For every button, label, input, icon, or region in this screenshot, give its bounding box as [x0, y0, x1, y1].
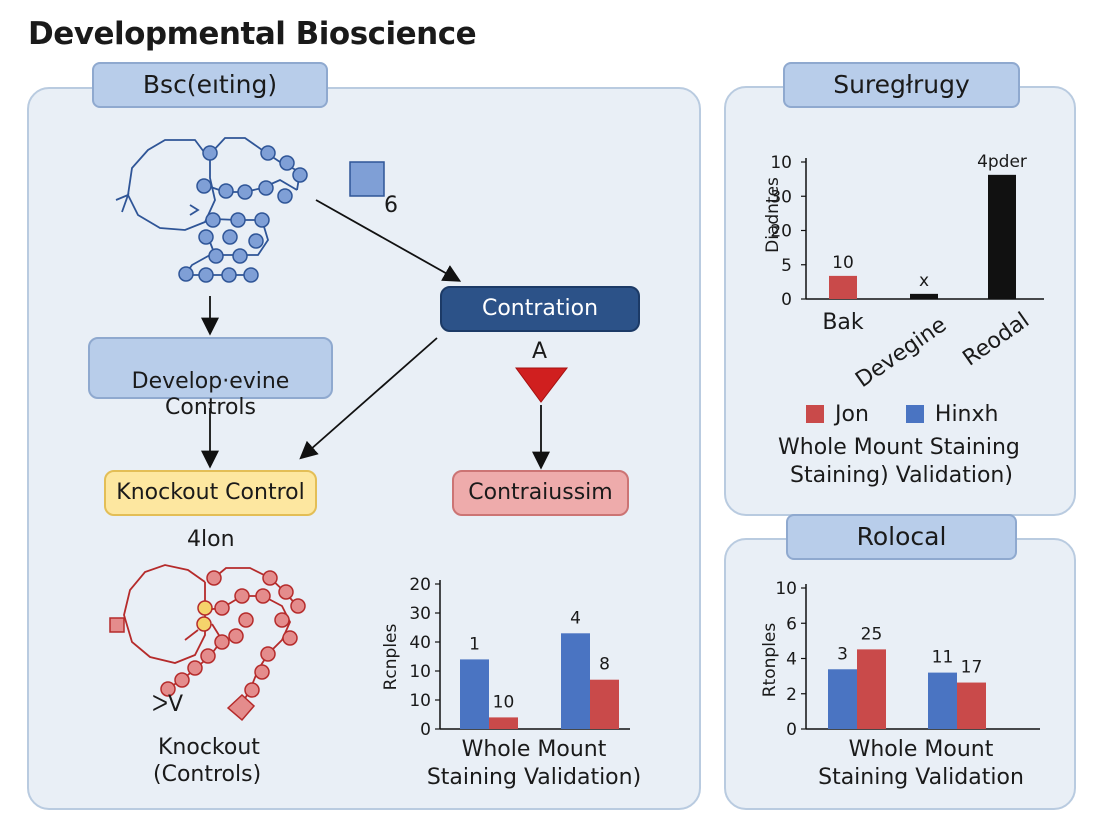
chart-rt-data-label: x — [919, 271, 929, 291]
right-top-header: Suregłrugy — [783, 62, 1020, 108]
chart-rb-bar — [828, 669, 857, 729]
knockout-caption-line1: Knockout — [158, 735, 260, 760]
chart-left-tick-label: 40 — [409, 633, 431, 653]
red-molecule-nodes — [160, 570, 306, 698]
chart-left-data-label: 1 — [469, 634, 480, 654]
chart-rb-data-label: 17 — [961, 658, 983, 678]
contraiussim-label: Contraiussim — [468, 480, 613, 505]
contraiussim-box[interactable]: Contraiussim — [452, 470, 629, 516]
legend: Jon Hinxh — [806, 402, 998, 432]
label-v: ᐳV — [152, 692, 184, 717]
chart-left-tick-label: 30 — [409, 604, 431, 624]
right-top-caption-line2: Staining) Validation) — [790, 463, 1013, 488]
square-label: 6 — [384, 193, 398, 218]
chart-left-tick-label: 10 — [409, 691, 431, 711]
chart-left-tick-label: 10 — [409, 662, 431, 682]
chart-rb-tick-label: 2 — [786, 685, 797, 705]
chart-rb-tick-label: 10 — [775, 579, 797, 599]
chart-left-bar — [590, 679, 619, 729]
red-diamond-icon — [226, 693, 256, 722]
chart-rb-bar — [957, 682, 986, 729]
chart-left-bar — [460, 659, 489, 729]
legend-label-jon: Jon — [835, 402, 869, 427]
arrow-square-to-contration — [315, 199, 462, 282]
red-square-icon — [109, 617, 125, 633]
chart-rb-bar — [928, 672, 957, 729]
chart-rb-y-label: Rtonples — [760, 623, 780, 698]
chart-rb-caption: Whole Mount — [849, 737, 994, 762]
chart-rt-tick-label: 0 — [781, 290, 792, 310]
right-bottom-panel — [724, 538, 1076, 810]
chart-rb-tick-label: 4 — [786, 650, 797, 670]
chart-rt-bar — [829, 275, 857, 299]
chart-rb-data-label: 25 — [861, 624, 883, 644]
chart-rb-caption: Staining Validation — [818, 765, 1024, 790]
chart-left-bar — [561, 633, 590, 729]
chart-rt-y-label: Diadntes — [763, 177, 783, 253]
chart-rb-tick-label: 0 — [786, 720, 797, 740]
left-panel-header: Bsc(eıting) — [92, 62, 328, 108]
develop-controls-label: Develop·evine Controls — [131, 369, 290, 420]
chart-rt-data-label: 10 — [832, 253, 854, 273]
chart-left-data-label: 8 — [599, 655, 610, 675]
right-top-caption-line1: Whole Mount Staining — [778, 435, 1020, 460]
develop-controls-box[interactable]: Develop·evine Controls — [88, 337, 333, 420]
knockout-control-label: Knockout Control — [116, 480, 305, 505]
right-top-panel — [724, 86, 1076, 516]
chart-rb-data-label: 3 — [837, 644, 848, 664]
chart-rt-category-label: Devegine — [851, 312, 951, 392]
yellow-molecule-nodes — [196, 600, 213, 632]
contration-box[interactable]: Contration — [440, 286, 640, 332]
chart-rb-bar — [857, 649, 886, 729]
knockout-caption-line2: (Controls) — [153, 762, 262, 787]
knockout-control-box[interactable]: Knockout Control — [104, 470, 317, 516]
red-molecule-diagram — [109, 564, 298, 708]
chart-left-y-label: Rcnples — [381, 623, 401, 690]
chart-rb-tick-label: 6 — [786, 614, 797, 634]
chart-left-bar — [489, 717, 518, 729]
legend-swatch-hinxh — [905, 405, 924, 423]
chart-rt-bar — [988, 174, 1016, 299]
chart-rt-tick-label: 30 — [770, 187, 792, 207]
right-bottom-header: Rolocal — [786, 514, 1017, 560]
chart-rt-tick-label: 20 — [770, 222, 792, 242]
chart-rt-tick-label: 10 — [770, 153, 792, 173]
blue-molecule-nodes — [178, 145, 308, 283]
chart-left-tick-label: 0 — [420, 720, 431, 740]
arrow-contration-to-knockout — [299, 337, 438, 460]
label-4lon: 4lon — [187, 527, 235, 552]
chart-left-tick-label: 20 — [409, 575, 431, 595]
chart-left-data-label: 4 — [570, 608, 581, 628]
chart-rt-category-label: Reodal — [958, 308, 1034, 371]
triangle-label: A — [532, 339, 548, 364]
chart-rt-category-label: Bak — [822, 310, 864, 335]
chart-left-caption: Whole Mount — [462, 737, 607, 762]
chart-left-caption: Staining Validation) — [427, 765, 641, 790]
contration-label: Contration — [481, 296, 599, 321]
legend-label-hinxh: Hinxh — [934, 402, 999, 427]
page-title: Developmental Bioscience — [28, 16, 477, 52]
chart-left-data-label: 10 — [493, 692, 515, 712]
chart-rt-tick-label: 5 — [781, 256, 792, 276]
chart-rb-data-label: 11 — [932, 648, 954, 668]
chart-rt-bar — [910, 293, 938, 299]
chart-rt-data-label: 4pder — [977, 152, 1027, 172]
legend-swatch-jon — [806, 405, 824, 423]
red-triangle-icon — [515, 367, 569, 403]
legend-square-icon — [349, 161, 385, 197]
